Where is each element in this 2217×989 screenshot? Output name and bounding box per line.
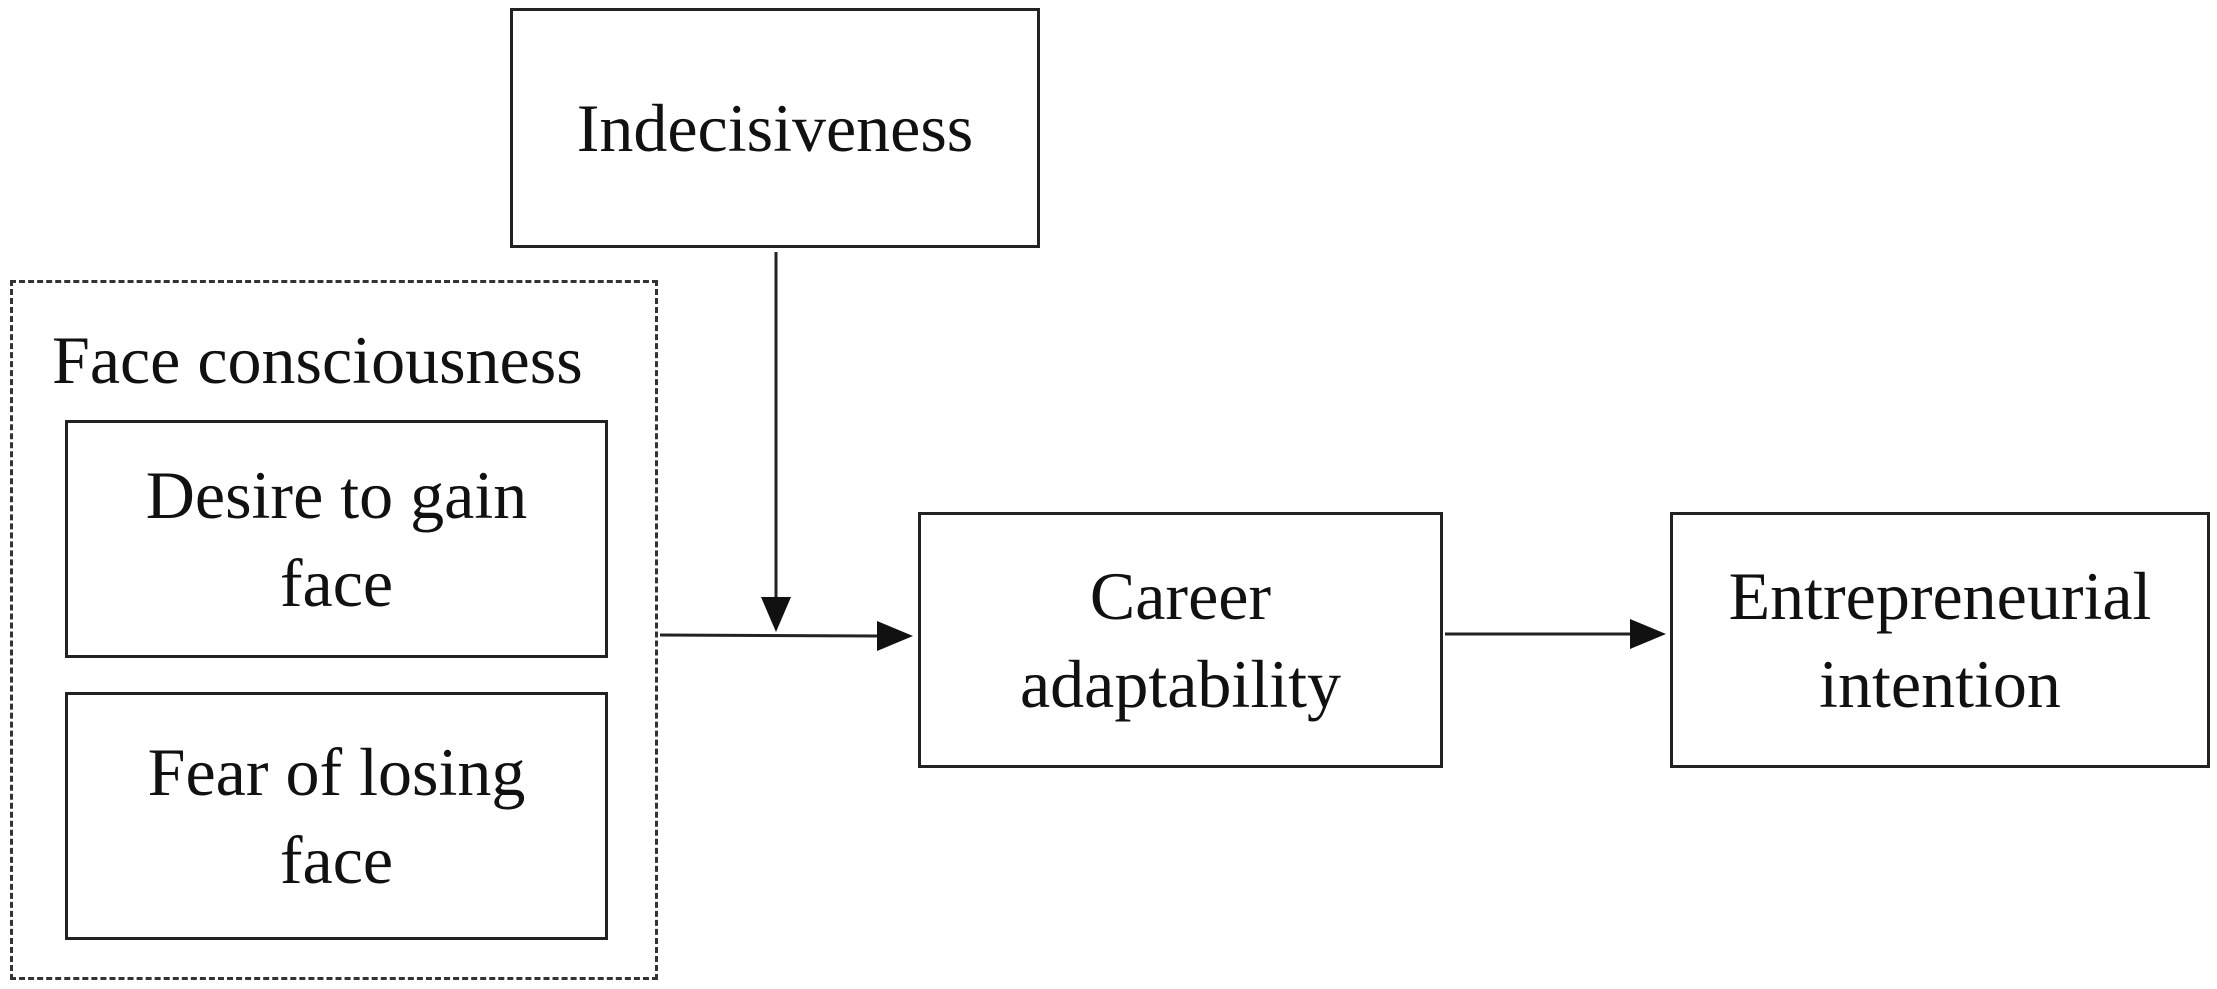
fear-of-losing-face-node: Fear of losing face <box>65 692 608 940</box>
fear-of-losing-face-line2: face <box>279 822 394 898</box>
face-consciousness-group <box>10 280 658 980</box>
indecisiveness-label: Indecisiveness <box>576 89 974 166</box>
edge-career-to-entrepreneurial-arrowhead <box>1630 619 1666 649</box>
desire-to-gain-face-node: Desire to gain face <box>65 420 608 658</box>
face-consciousness-label: Face consciousness <box>52 322 583 398</box>
edge-face-to-career-arrowhead <box>877 621 913 651</box>
career-adaptability-line1: Career <box>1089 557 1272 634</box>
indecisiveness-node: Indecisiveness <box>510 8 1040 248</box>
fear-of-losing-face-line1: Fear of losing <box>147 733 526 810</box>
entrepreneurial-intention-line1: Entrepreneurial <box>1728 557 2152 634</box>
desire-to-gain-face-line2: face <box>279 545 394 621</box>
edge-moderation-arrowhead <box>761 597 791 632</box>
career-adaptability-node: Career adaptability <box>918 512 1443 768</box>
entrepreneurial-intention-line2: intention <box>1819 646 2061 722</box>
desire-to-gain-face-line1: Desire to gain <box>145 456 528 533</box>
career-adaptability-line2: adaptability <box>1019 646 1341 722</box>
entrepreneurial-intention-node: Entrepreneurial intention <box>1670 512 2210 768</box>
edge-face-to-career-line <box>659 633 879 638</box>
